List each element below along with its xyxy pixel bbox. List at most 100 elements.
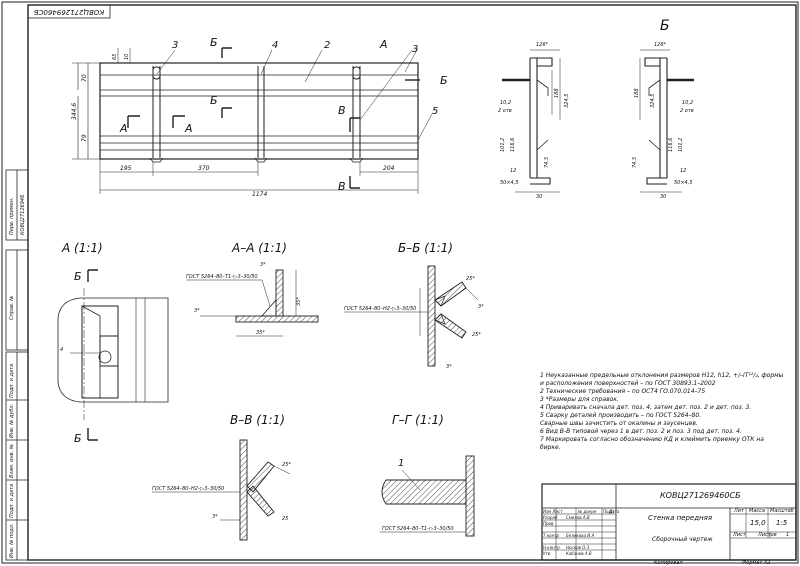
weld-spec: ГОСТ 5264–80–Н2–▷3–30/50 bbox=[344, 306, 416, 312]
tb-doc-type: Сборочный чертеж bbox=[652, 536, 713, 543]
dim: 101,2 bbox=[500, 138, 506, 152]
strip-ref-no: Справ. № bbox=[9, 296, 15, 320]
dim: 12 bbox=[680, 168, 686, 174]
note-line: 1 Неуказанные предельные отклонения разм… bbox=[540, 372, 784, 379]
tb-mass: 15,0 bbox=[750, 519, 766, 527]
dim: 10 bbox=[124, 54, 130, 60]
tb-scale: 1:5 bbox=[776, 519, 788, 527]
section-view-right bbox=[639, 49, 694, 193]
side-strip-text: Перв. примен. КОВЦ27126946 Справ. № Подп… bbox=[9, 195, 26, 558]
pos-label: 3 bbox=[412, 44, 418, 55]
view-b-title: Б bbox=[660, 18, 670, 34]
pos-label: 4 bbox=[272, 40, 278, 51]
tb-sheets-label: Листов bbox=[758, 532, 777, 538]
pos-label: 5 bbox=[432, 106, 438, 117]
note-line: и расположения поверхностей – по ГОСТ 30… bbox=[540, 380, 716, 387]
main-view bbox=[72, 47, 433, 194]
dim: 25* bbox=[466, 276, 475, 282]
dim: 195 bbox=[120, 165, 132, 172]
tb-row-name: Беликова И.А bbox=[566, 533, 595, 538]
dim: 30 bbox=[660, 194, 666, 200]
dim: 324,5 bbox=[564, 94, 570, 108]
dim: 35* bbox=[296, 297, 302, 306]
view-gg-title: Г–Г (1:1) bbox=[392, 413, 444, 427]
main-view-text: 3 4 2 A 3 5 Б Б Б A A В В 195 370 204 11… bbox=[71, 36, 448, 198]
dim: 70 bbox=[81, 74, 88, 82]
note-line: 6 Вид В-В типовой через 1 в дет. поз. 2 … bbox=[540, 428, 742, 435]
view-a bbox=[57, 269, 169, 441]
pos-label: 3 bbox=[172, 40, 178, 51]
dim: 4 bbox=[60, 347, 63, 353]
tb-row-name: № докум bbox=[578, 509, 597, 514]
tb-row-role: Т.контр bbox=[543, 533, 560, 538]
weld-spec: ГОСТ 5264–80–Н2–▷3–30/50 bbox=[152, 486, 224, 492]
dim: 79 bbox=[81, 134, 88, 142]
dim: 12 bbox=[510, 168, 516, 174]
dim: 116,6 bbox=[510, 138, 516, 152]
tb-row-role: Изм Лист bbox=[543, 509, 563, 514]
dim: 324,5 bbox=[650, 94, 656, 108]
dim: 126* bbox=[654, 42, 667, 48]
dim: 188 bbox=[634, 88, 640, 98]
tb-sheets: 1 bbox=[786, 532, 790, 538]
dim: 3* bbox=[446, 364, 452, 370]
tb-row-sign: Подп bbox=[603, 509, 614, 514]
dim: 2 отв bbox=[498, 108, 512, 114]
view-aa-title: А–А (1:1) bbox=[231, 241, 287, 255]
section-label: Б bbox=[74, 270, 82, 283]
stamp-code: КОВЦ271269460СБ bbox=[34, 8, 105, 16]
dim: 10,2 bbox=[500, 100, 511, 106]
view-gg bbox=[380, 455, 475, 537]
note-line: 5 Сварку деталей производить – по ГОСТ 5… bbox=[540, 412, 702, 419]
section-label: В bbox=[338, 180, 346, 193]
tb-code: КОВЦ271269460СБ bbox=[660, 491, 741, 500]
section-label: В bbox=[338, 104, 346, 117]
tb-format: Формат А2 bbox=[742, 560, 771, 566]
view-a-text: Б Б 4 bbox=[60, 270, 82, 445]
dim: 204 bbox=[383, 165, 395, 172]
section-label: Б bbox=[440, 74, 448, 87]
strip-sign-date-1: Подп. и дата bbox=[9, 364, 15, 398]
tb-name: Стенка передняя bbox=[648, 514, 713, 522]
tb-row-role: Н.контр bbox=[543, 545, 560, 550]
tb-row-name: Носков О.З bbox=[566, 545, 590, 550]
view-aa bbox=[186, 269, 319, 337]
tb-copied: Копировал bbox=[654, 560, 683, 566]
tb-row-role: Утв bbox=[543, 551, 551, 556]
dim: 2 отв bbox=[680, 108, 694, 114]
note-line: 4 Приваривать сначала дет. поз. 4, затем… bbox=[540, 404, 752, 411]
view-gg-text: 1 ГОСТ 5264–80–Т1–▷3–30/50 bbox=[382, 458, 454, 532]
tb-scale-label: Масштаб bbox=[770, 508, 794, 514]
dim: 3* bbox=[260, 262, 266, 268]
weld-spec: ГОСТ 5264–80–Т1–▷3–30/50 bbox=[382, 526, 454, 532]
view-aa-text: ГОСТ 5264–80–Т1–▷3–30/50 3* 35* 3* 35* bbox=[186, 262, 302, 336]
inner-frame bbox=[27, 4, 797, 561]
dim: 344,6 bbox=[71, 103, 78, 120]
note-line: 7 Маркировать согласно обозначению КД и … bbox=[540, 436, 764, 443]
view-bb-title: Б–Б (1:1) bbox=[398, 241, 453, 255]
strip-first-use: Перв. примен. bbox=[9, 197, 15, 235]
dim: 3* bbox=[194, 308, 200, 314]
dim: 116,6 bbox=[668, 138, 674, 152]
view-vv-title: В–В (1:1) bbox=[230, 413, 285, 427]
dim: 188 bbox=[554, 88, 560, 98]
tb-row-role: Пров bbox=[543, 521, 554, 526]
dim: 25* bbox=[282, 462, 291, 468]
pos-label: 1 bbox=[398, 458, 404, 469]
section-view-left bbox=[502, 49, 561, 193]
dim: 25 bbox=[282, 516, 288, 522]
technical-notes: 1 Неуказанные предельные отклонения разм… bbox=[540, 372, 784, 452]
section-label: Б bbox=[210, 94, 218, 107]
dim: 65 bbox=[112, 54, 118, 60]
dim: 1174 bbox=[252, 191, 267, 198]
section-label: A bbox=[119, 122, 128, 135]
note-line: 3 *Размеры для справок. bbox=[540, 396, 619, 403]
section-view-left-text: 126* 188 10,2 2 отв 324,5 101,2 116,6 74… bbox=[498, 42, 570, 200]
dim: 50×4,5 bbox=[674, 180, 693, 186]
section-label: Б bbox=[210, 36, 218, 49]
dim: 370 bbox=[198, 165, 210, 172]
view-a-title: А (1:1) bbox=[61, 241, 103, 255]
dim: 3* bbox=[478, 304, 484, 310]
dim: 126* bbox=[536, 42, 549, 48]
